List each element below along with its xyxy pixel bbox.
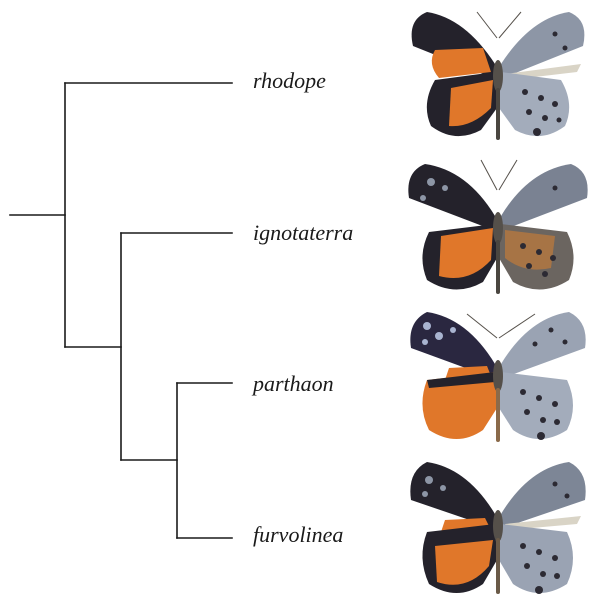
taxon-label-parthaon: parthaon: [253, 373, 334, 395]
taxon-label-furvolinea: furvolinea: [253, 524, 343, 546]
butterfly-parthaon-icon: [405, 308, 591, 448]
taxon-label-ignotaterra: ignotaterra: [253, 222, 353, 244]
taxon-label-rhodope: rhodope: [253, 70, 326, 92]
butterfly-rhodope-icon: [405, 8, 591, 144]
butterfly-furvolinea-icon: [405, 458, 591, 602]
butterfly-ignotaterra-icon: [405, 158, 591, 298]
